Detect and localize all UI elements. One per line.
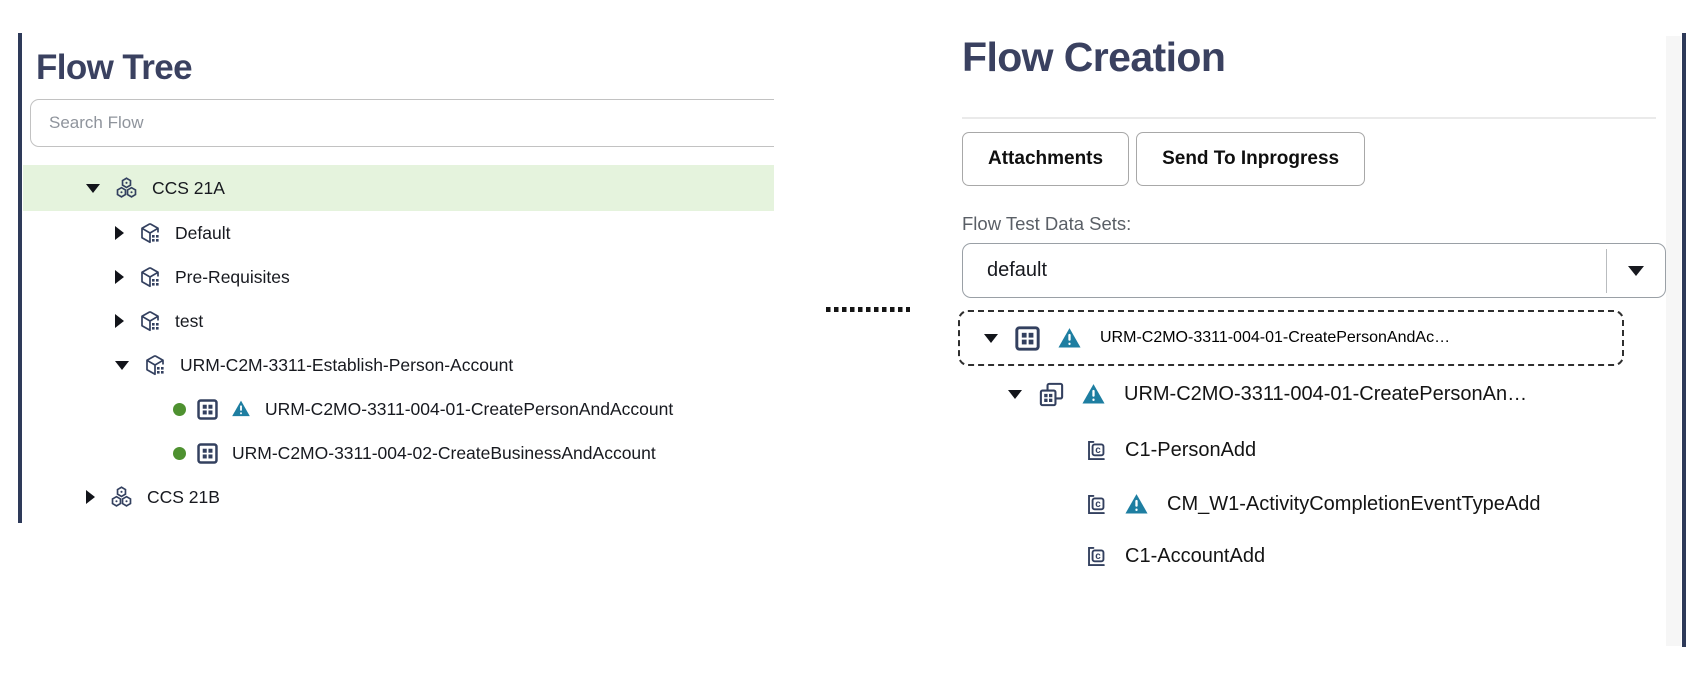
flow-creation-selected-item[interactable]: URM-C2MO-3311-004-01-CreatePersonAndAc… [958, 310, 1624, 366]
flow-tree-item[interactable]: CCS 21B [23, 475, 774, 519]
flow-tree-item[interactable]: test [23, 299, 774, 343]
caret-down-icon[interactable] [115, 360, 129, 370]
flow-tree-item[interactable]: Default [23, 211, 774, 255]
attachments-button[interactable]: Attachments [962, 132, 1130, 186]
caret-down-icon[interactable] [86, 183, 100, 193]
caret-right-icon[interactable] [115, 314, 124, 328]
dropdown-caret-zone[interactable] [1607, 265, 1665, 276]
dataset-icon: c [1084, 493, 1107, 516]
flow-package-icon [144, 354, 166, 376]
chevron-down-icon [1628, 265, 1644, 276]
flow-grid-icon [1015, 325, 1040, 351]
status-dot [173, 402, 186, 416]
flow-grid-icon [197, 398, 218, 420]
svg-text:c: c [1095, 551, 1101, 562]
selected-data-set-value: default [987, 259, 1048, 281]
caret-down-icon[interactable] [1008, 389, 1022, 399]
status-dot [173, 446, 186, 460]
flow-group-icon [110, 485, 133, 509]
dotted-connector-line [826, 307, 910, 312]
flow-grid-icon [197, 442, 218, 464]
dataset-icon: c [1084, 545, 1107, 568]
flow-creation-item[interactable]: c C1-AccountAdd [958, 541, 1265, 571]
caret-right-icon[interactable] [115, 270, 124, 284]
flow-creation-title: Flow Creation [962, 34, 1226, 80]
dataset-icon: c [1084, 439, 1107, 462]
flow-creation-item-label: URM-C2MO-3311-004-01-CreatePersonAndAc… [1100, 329, 1451, 346]
caret-down-icon[interactable] [984, 333, 998, 343]
scrollbar-track[interactable] [1666, 36, 1681, 646]
flow-tree-item-label: URM-C2MO-3311-004-01-CreatePersonAndAcco… [265, 398, 674, 419]
search-flow-container [30, 99, 774, 151]
flow-test-data-sets-label: Flow Test Data Sets: [962, 213, 1132, 234]
flow-tree-title: Flow Tree [36, 48, 193, 87]
flow-tree-item[interactable]: URM-C2M-3311-Establish-Person-Account [23, 343, 774, 387]
flow-creation-item[interactable]: c C1-PersonAdd [958, 435, 1256, 465]
svg-text:c: c [1095, 445, 1101, 456]
flow-tree-item-label: URM-C2M-3311-Establish-Person-Account [180, 354, 514, 375]
flow-tree-item-label: Pre-Requisites [175, 266, 290, 287]
flow-package-icon [139, 266, 161, 288]
caret-right-icon[interactable] [115, 226, 124, 240]
flow-tree-item[interactable]: URM-C2MO-3311-004-01-CreatePersonAndAcco… [23, 387, 774, 431]
flow-copy-icon [1039, 382, 1064, 407]
left-panel-accent-bar [18, 33, 22, 523]
flow-tree-item-label: URM-C2MO-3311-004-02-CreateBusinessAndAc… [232, 442, 656, 463]
flow-tree-item[interactable]: Pre-Requisites [23, 255, 774, 299]
flow-creation-item-label: C1-PersonAdd [1125, 438, 1257, 461]
warning-icon [231, 399, 251, 419]
flow-tree-item-label: test [175, 310, 204, 331]
flow-creation-item-label: CM_W1-ActivityCompletionEventTypeAdd [1167, 492, 1541, 515]
flow-creation-item[interactable]: URM-C2MO-3311-004-01-CreatePersonAn… [958, 379, 1527, 409]
header-divider [962, 117, 1656, 119]
send-to-inprogress-button[interactable]: Send To Inprogress [1136, 132, 1366, 186]
action-button-row: Attachments Send To Inprogress [962, 132, 1366, 186]
flow-tree-item[interactable]: URM-C2MO-3311-004-02-CreateBusinessAndAc… [23, 431, 774, 475]
right-panel-accent-bar [1682, 33, 1686, 647]
flow-tree-item[interactable]: CCS 21A [23, 165, 774, 211]
flow-package-icon [139, 310, 161, 332]
warning-icon [1124, 492, 1149, 517]
warning-icon [1057, 326, 1082, 351]
warning-icon [1081, 382, 1106, 407]
flow-tree-item-label: CCS 21B [147, 486, 220, 507]
flow-tree-item-label: Default [175, 222, 231, 243]
flow-test-data-set-select[interactable]: default [962, 243, 1666, 298]
flow-tree-item-label: CCS 21A [152, 177, 225, 198]
flow-tree: CCS 21A Default Pre-Requisites test URM-… [23, 165, 774, 519]
flow-creation-item[interactable]: c CM_W1-ActivityCompletionEventTypeAdd [958, 489, 1540, 519]
flow-package-icon [139, 222, 161, 244]
svg-text:c: c [1095, 499, 1101, 510]
flow-group-icon [115, 176, 138, 200]
caret-right-icon[interactable] [86, 490, 95, 504]
dropdown-divider [1605, 248, 1607, 293]
flow-creation-item-label: URM-C2MO-3311-004-01-CreatePersonAn… [1124, 382, 1528, 405]
flow-creation-item-label: C1-AccountAdd [1125, 544, 1266, 567]
search-flow-input[interactable] [30, 99, 774, 147]
